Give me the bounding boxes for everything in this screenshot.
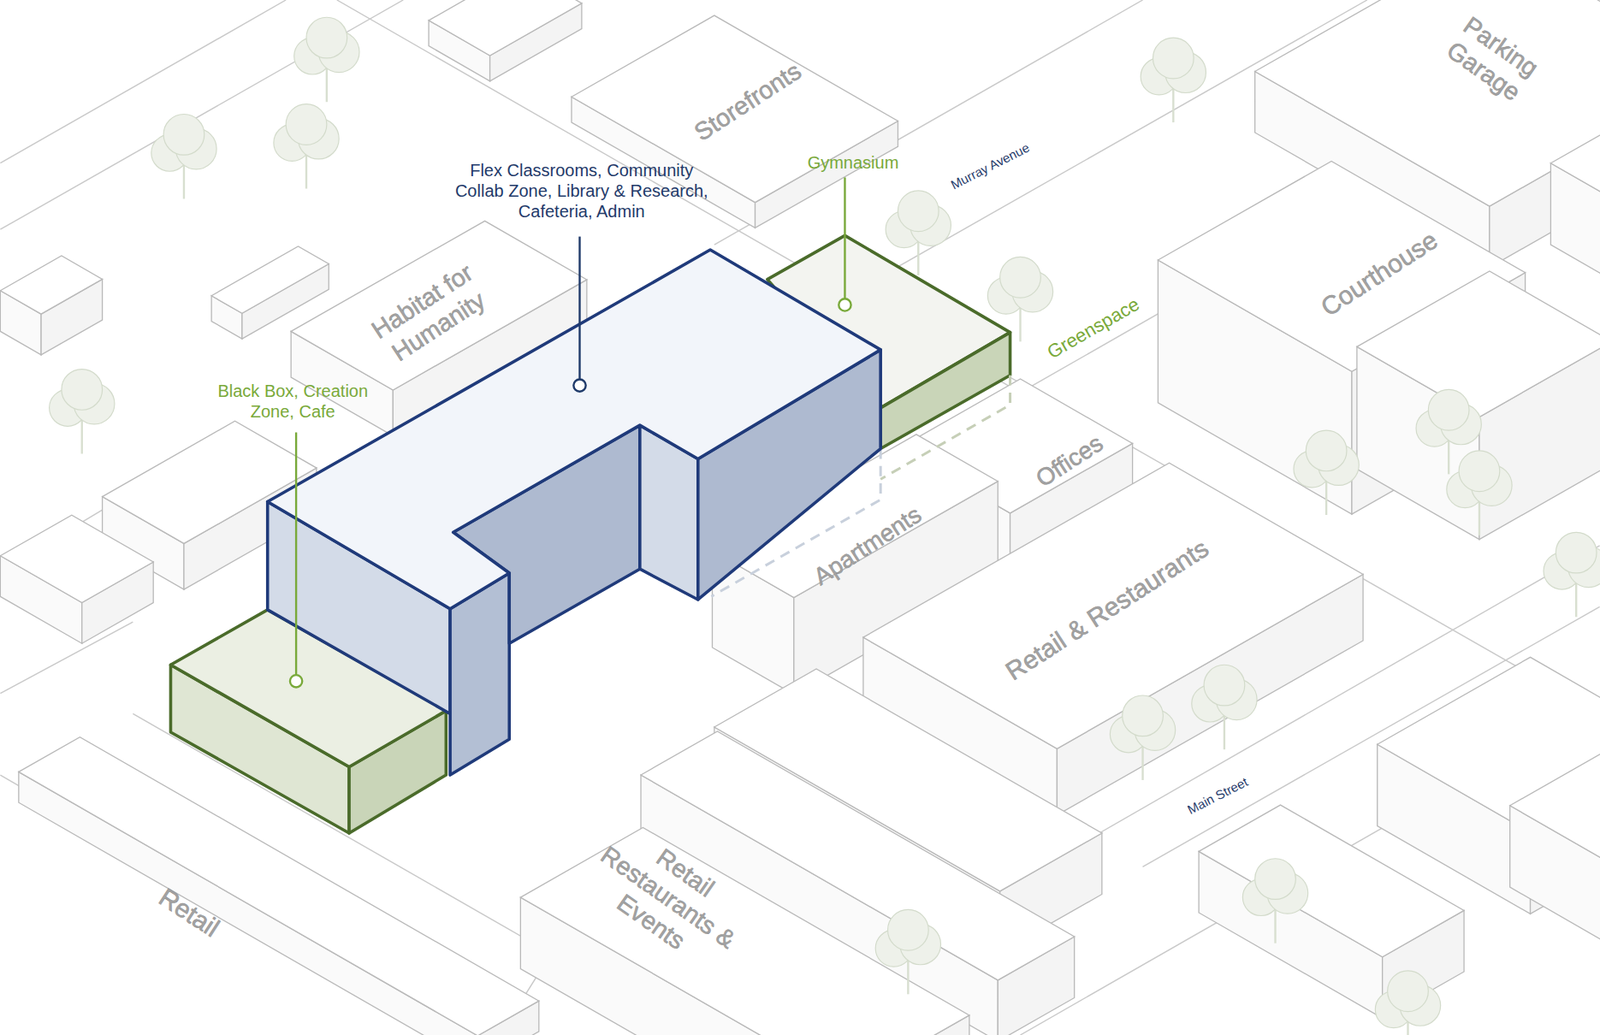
tree (1374, 971, 1440, 1035)
building-label: Offices (1011, 416, 1128, 506)
street-name: Murray Avenue (948, 140, 1032, 193)
context-face (1550, 128, 1600, 199)
leader-lines (290, 177, 852, 688)
callout-text: Gymnasium (784, 152, 922, 173)
street-name: Main Street (1185, 774, 1251, 818)
tree (1140, 37, 1206, 123)
context-face (0, 515, 154, 603)
building-label: Courthouse (1285, 204, 1475, 343)
building-label: Retail Restaurants & Events (572, 811, 765, 984)
building-label: Parking Garage (1422, 0, 1562, 121)
building-name: Retail & Restaurants (954, 503, 1259, 717)
tree (273, 104, 339, 190)
program-callout: Gymnasium (784, 152, 922, 173)
program-callout: Flex Classrooms, Community Collab Zone, … (449, 160, 715, 222)
trees (49, 17, 1600, 1035)
building-name: Apartments (776, 480, 958, 611)
tree (1242, 859, 1308, 944)
building-label: Apartments (776, 480, 958, 611)
building-name: Offices (1011, 416, 1128, 506)
tree (1109, 695, 1175, 781)
tree (1191, 664, 1257, 750)
area-label: Greenspace (1043, 293, 1144, 364)
building-name: Parking Garage (1422, 0, 1562, 121)
building-label: Retail & Restaurants (954, 503, 1259, 717)
building-label: Habitat for Humanity (324, 231, 537, 398)
tree (1446, 450, 1512, 536)
main-mass (267, 249, 881, 776)
context-face (863, 462, 1363, 749)
program-callout: Black Box, Creation Zone, Cafe (201, 380, 386, 422)
building-name: Retail Restaurants & Events (572, 811, 765, 984)
callout-text: Black Box, Creation Zone, Cafe (201, 380, 386, 422)
tree (885, 190, 951, 276)
context-face (1510, 747, 1600, 865)
building-name: Retail (133, 870, 244, 957)
building-name: Habitat for Humanity (324, 231, 537, 398)
tree (1543, 532, 1600, 617)
tree (1416, 389, 1482, 475)
tree (49, 369, 115, 455)
tree (875, 909, 941, 995)
context-face (0, 255, 102, 315)
context-face (1357, 271, 1600, 418)
building-name: Courthouse (1285, 204, 1475, 343)
tree (294, 17, 360, 102)
context-face (428, 0, 582, 56)
tree (1293, 430, 1359, 516)
context-face (520, 828, 970, 1035)
tree (151, 114, 217, 200)
context-face (211, 246, 329, 314)
building-label: Retail (133, 870, 244, 957)
callout-text: Flex Classrooms, Community Collab Zone, … (449, 160, 715, 222)
